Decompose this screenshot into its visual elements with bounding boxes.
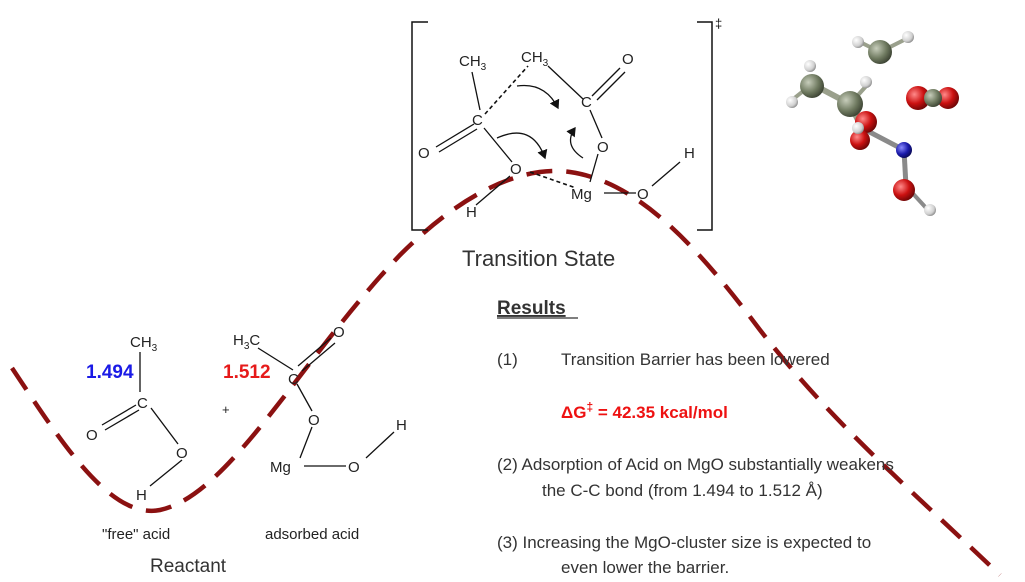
result-3-line-2: even lower the barrier.	[561, 558, 729, 577]
atom-nitrogen	[896, 142, 912, 158]
ts-oxygen-ring: O	[597, 139, 609, 156]
svg-text:CH3: CH3	[130, 334, 158, 354]
result-1-text: Transition Barrier has been lowered	[561, 350, 830, 369]
atom-oxygen	[937, 87, 959, 109]
result-2-line-1: (2) Adsorption of Acid on MgO substantia…	[497, 455, 894, 474]
ts-carbon-right: C	[581, 94, 592, 111]
adsorbed-acid-oxygen-double: O	[333, 324, 345, 341]
ts-dagger: ‡	[715, 16, 722, 31]
ts-hydrogen-right: H	[684, 145, 695, 162]
atom-hydrogen	[852, 122, 864, 134]
adsorbed-acid-oxygen-single: O	[308, 412, 320, 429]
free-acid-oxygen-single: O	[176, 445, 188, 462]
adsorbed-acid-hydrogen: H	[396, 417, 407, 434]
molecule-3d-render	[786, 31, 959, 216]
atom-hydrogen	[852, 36, 864, 48]
atom-carbon	[868, 40, 892, 64]
adsorbed-acid-bond-length: 1.512	[223, 362, 271, 383]
adsorbed-acid-magnesium: Mg	[270, 459, 291, 476]
ts-carbon-left: C	[472, 112, 483, 129]
energy-curve	[10, 168, 1002, 577]
atom-oxygen	[850, 130, 870, 150]
transition-state-structure: ‡ CH3 CH3 O C C O O O Mg O H H	[411, 16, 722, 231]
ts-oxygen-left: O	[418, 145, 430, 162]
atom-hydrogen	[902, 31, 914, 43]
svg-text:CH3: CH3	[521, 49, 549, 69]
ts-arrow-1	[516, 84, 560, 110]
delta-g-value: ΔG‡ = 42.35 kcal/mol	[561, 400, 728, 422]
results-panel: Results (1) Transition Barrier has been …	[497, 298, 894, 577]
transition-state-label: Transition State	[462, 246, 615, 271]
adsorbed-acid-structure: H3C C O O Mg O H 1.512 adsorbed acid	[223, 324, 407, 543]
free-acid-structure: CH3 C O O H 1.494 "free" acid	[86, 334, 188, 543]
result-1-number: (1)	[497, 350, 518, 369]
adsorbed-acid-caption: adsorbed acid	[265, 526, 359, 543]
free-acid-carbon: C	[137, 395, 148, 412]
ts-oxygen-carbonyl: O	[622, 51, 634, 68]
atom-carbon	[837, 91, 863, 117]
svg-text:H3C: H3C	[233, 332, 260, 352]
atom-hydrogen	[924, 204, 936, 216]
free-acid-bond-length: 1.494	[86, 362, 134, 383]
results-heading: Results	[497, 298, 566, 319]
free-acid-caption: "free" acid	[102, 526, 170, 543]
ts-oxygen-bridge: O	[510, 161, 522, 178]
reactant-label: Reactant	[150, 556, 227, 577]
ts-magnesium: Mg	[571, 186, 592, 203]
atom-oxygen	[893, 179, 915, 201]
right-bracket	[697, 21, 713, 231]
ts-arrow-2	[496, 132, 548, 160]
adsorbed-acid-carbon: C	[288, 371, 299, 388]
ts-forming-bond	[484, 65, 529, 115]
atom-carbon	[800, 74, 824, 98]
result-3-line-1: (3) Increasing the MgO-cluster size is e…	[497, 533, 871, 552]
ts-oxygen-mg: O	[637, 186, 649, 203]
ts-breaking-bond	[529, 171, 577, 189]
ts-hydrogen-left: H	[466, 204, 477, 221]
ts-arrow-3	[566, 126, 584, 159]
atom-oxygen	[906, 86, 930, 110]
free-acid-oxygen-double: O	[86, 427, 98, 444]
svg-text:CH3: CH3	[459, 53, 487, 73]
atom-carbon	[924, 89, 942, 107]
atom-hydrogen	[786, 96, 798, 108]
plus-sign: +	[222, 402, 230, 417]
left-bracket	[411, 21, 428, 231]
free-acid-hydrogen: H	[136, 487, 147, 504]
result-2-line-2: the C-C bond (from 1.494 to 1.512 Å)	[542, 481, 823, 500]
atom-hydrogen	[860, 76, 872, 88]
adsorbed-acid-oxygen-mg: O	[348, 459, 360, 476]
atom-hydrogen	[804, 60, 816, 72]
